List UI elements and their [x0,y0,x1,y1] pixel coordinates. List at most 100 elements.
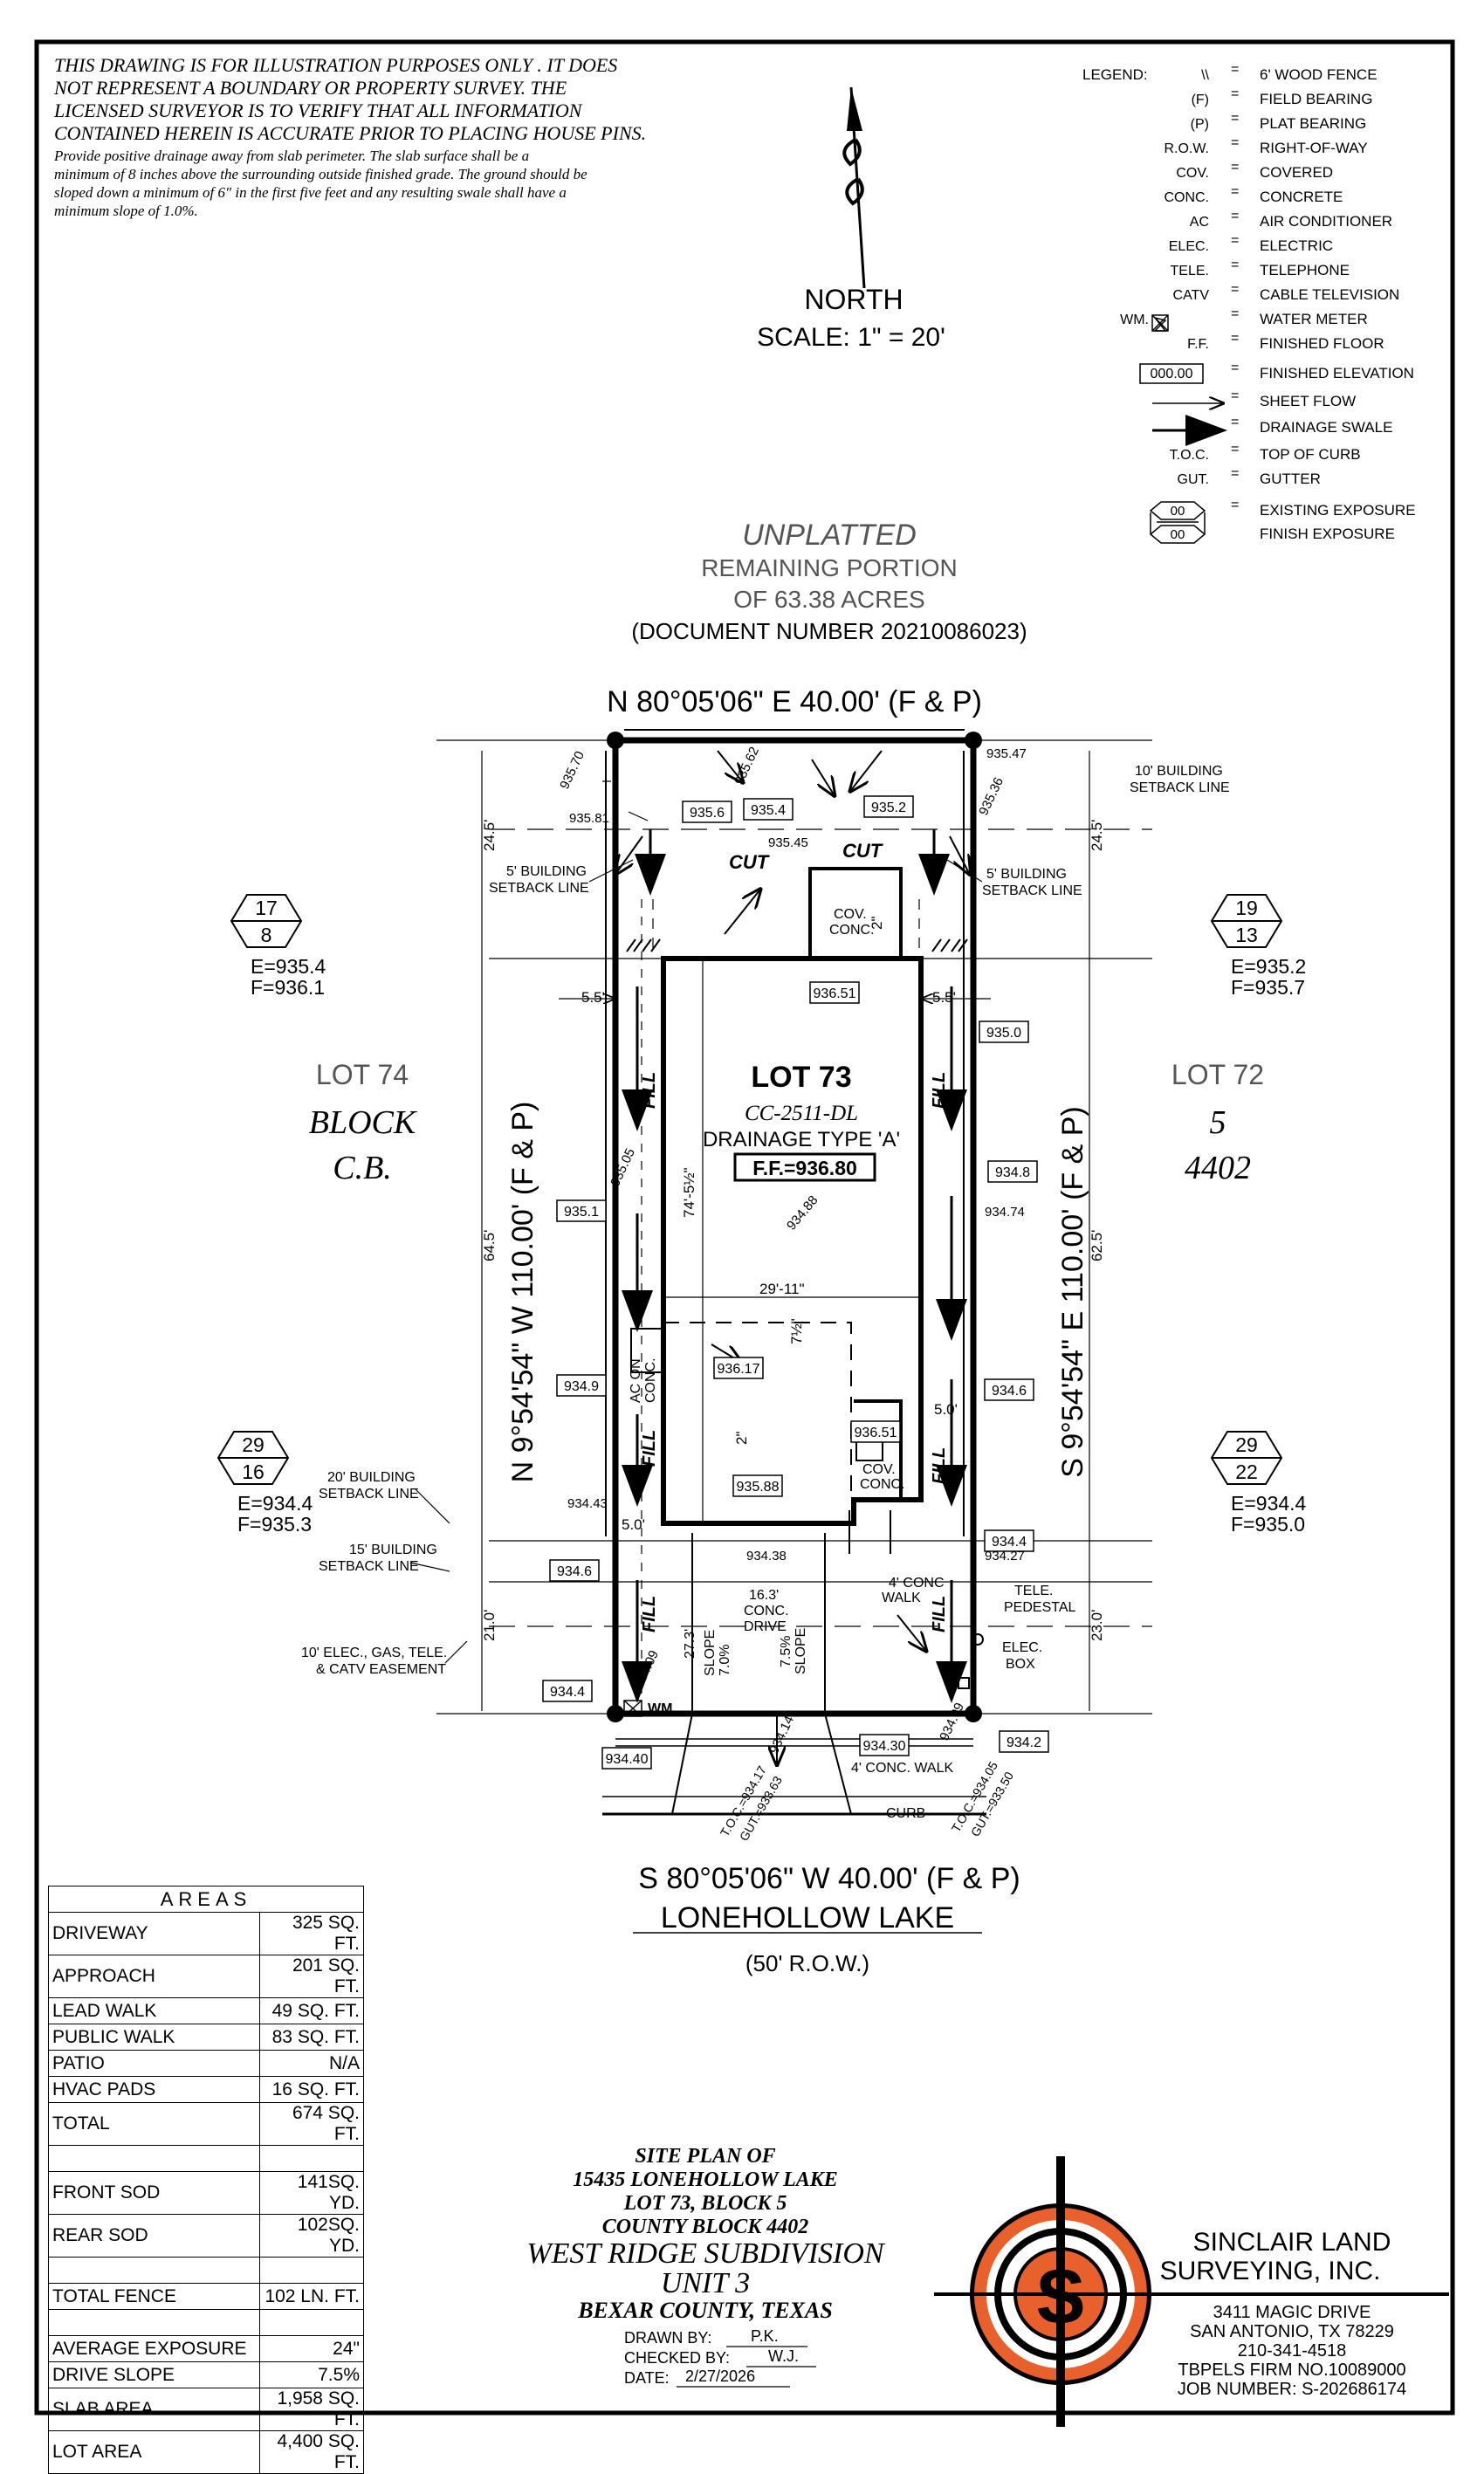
lot-number: LOT 73 [751,1061,851,1094]
legend-item-text: SHEET FLOW [1260,393,1356,409]
legend-equals: = [1231,306,1239,321]
title-address: 15435 LONEHOLLOW LAKE [573,2168,838,2191]
spot-elevation: 934.09 [937,1701,967,1743]
legend-item-text: FINISH EXPOSURE [1260,526,1395,542]
areas-value: 24" [259,2335,364,2362]
areas-label: AVERAGE EXPOSURE [48,2335,260,2362]
legend-equals: = [1231,160,1239,175]
north-arrow-icon [842,86,866,289]
elevation-box: 934.8 [995,1165,1030,1180]
exposure-existing: 17 [255,897,278,919]
elevation-box: 935.6 [690,806,725,821]
elevation-box: 935.88 [737,1480,780,1495]
elevation-box: 936.51 [814,986,856,1001]
tele-pedestal-icon [972,1633,984,1646]
exposure-markers: 178E=935.4F=936.11913E=935.2F=935.72916E… [216,894,1307,1536]
dim-slab-length: 74'-5½" [681,1168,697,1218]
tele-label: TELE. [1014,1584,1053,1598]
title-block: SITE PLAN OF 15435 LONEHOLLOW LAKE LOT 7… [526,2145,886,2323]
dim-slab-width: 29'-11" [759,1281,805,1297]
dim-5-0-left: 5.0' [622,1516,645,1533]
elevation-box: 934.6 [992,1384,1027,1398]
walk-label: WALK [882,1591,921,1605]
checked-by: W.J. [768,2347,799,2365]
legend-equals: = [1231,184,1239,199]
lot-boundary [607,732,982,1722]
exposure-finish: 8 [261,924,272,946]
legend-symbol: COV. [1176,166,1209,181]
legend-item-text: AIR CONDITIONER [1260,213,1392,230]
elevation-box: 936.51 [855,1426,897,1440]
cut-label: CUT [729,851,770,873]
areas-label: HVAC PADS [48,2076,260,2103]
fill-label: FILL [930,1072,949,1109]
areas-label [48,2309,260,2336]
legend-title: LEGEND: [1082,66,1148,83]
areas-value: 325 SQ. FT. [259,1912,364,1955]
setback-10-label: 10' BUILDING [1135,764,1223,779]
legend-symbol: 00 [1171,527,1185,542]
areas-value: 16 SQ. FT. [259,2076,364,2103]
south-bearing: S 80°05'06" W 40.00' (F & P) [638,1862,1020,1895]
legend-item-text: 6' WOOD FENCE [1260,66,1378,83]
drainage-note-line: minimum slope of 1.0%. [54,203,198,219]
areas-label: TOTAL [48,2102,260,2146]
areas-label: FRONT SOD [48,2171,260,2215]
dimensions: 24.5' 64.5' 21.0' 24.5' 62.5' 23.0' 5.5'… [481,820,1105,1641]
areas-label: SLAB AREA [48,2388,260,2431]
legend-equals: = [1231,361,1239,375]
sheet-border [34,39,1455,2416]
unplatted-line: REMAINING PORTION [701,554,958,581]
date-label: DATE: [624,2369,670,2387]
cov-label: COV. [834,907,867,922]
legend-symbol: (F) [1192,93,1209,107]
legend: LEGEND: \\=6' WOOD FENCE(F)=FIELD BEARIN… [1082,62,1416,544]
drive-label: DRIVE [744,1619,787,1634]
legend-item-text: COVERED [1260,164,1333,181]
setback-15-label: 15' BUILDING [349,1543,437,1557]
areas-value: 7.5% [259,2361,364,2388]
date: 2/27/2026 [685,2367,755,2385]
legend-item-text: TOP OF CURB [1260,446,1361,463]
walk-label: 4' CONC [889,1576,945,1591]
areas-label: PUBLIC WALK [48,2024,260,2051]
neighbor-cb-left: C.B. [333,1150,392,1186]
areas-label: DRIVEWAY [48,1912,260,1955]
legend-equals: = [1231,466,1239,481]
areas-value: 674 SQ. FT. [259,2102,364,2146]
plan-number: CC-2511-DL [745,1102,858,1125]
spot-elevation: 934.14 [766,1714,797,1756]
areas-title: AREAS [48,1886,364,1913]
spot-elevation: 935.81 [569,811,609,826]
areas-value: 4,400 SQ. FT. [259,2430,364,2474]
setback-5-right-label: 5' BUILDING [986,867,1067,882]
spot-elevation: 934.38 [746,1549,787,1563]
neighbor-cb-right: 4402 [1185,1150,1251,1186]
dim-drop-2: 2" [733,1432,750,1446]
dim-24-5-left: 24.5' [481,820,498,851]
areas-row [48,2145,364,2172]
setback-line-label: SETBACK LINE [319,1487,419,1502]
elevation-box: 934.4 [992,1535,1027,1550]
legend-equals: = [1231,498,1239,512]
areas-value: 141SQ. YD. [259,2171,364,2215]
legend-equals: = [1231,331,1239,346]
legend-equals: = [1231,442,1239,457]
setback-5-left-label: 5' BUILDING [506,864,587,879]
legend-equals: = [1231,282,1239,297]
conc-label: CONC. [829,923,875,938]
legend-item-text: FIELD BEARING [1260,91,1372,107]
company-name: SINCLAIR LAND [1193,2228,1391,2257]
site-notes: COV. CONC. AC ON CONC. COV. CONC. 4' CON… [629,907,1076,1844]
exposure-existing: 29 [242,1433,265,1456]
dim-21-0: 21.0' [481,1610,498,1641]
dim-5-5-left: 5.5' [581,989,605,1006]
